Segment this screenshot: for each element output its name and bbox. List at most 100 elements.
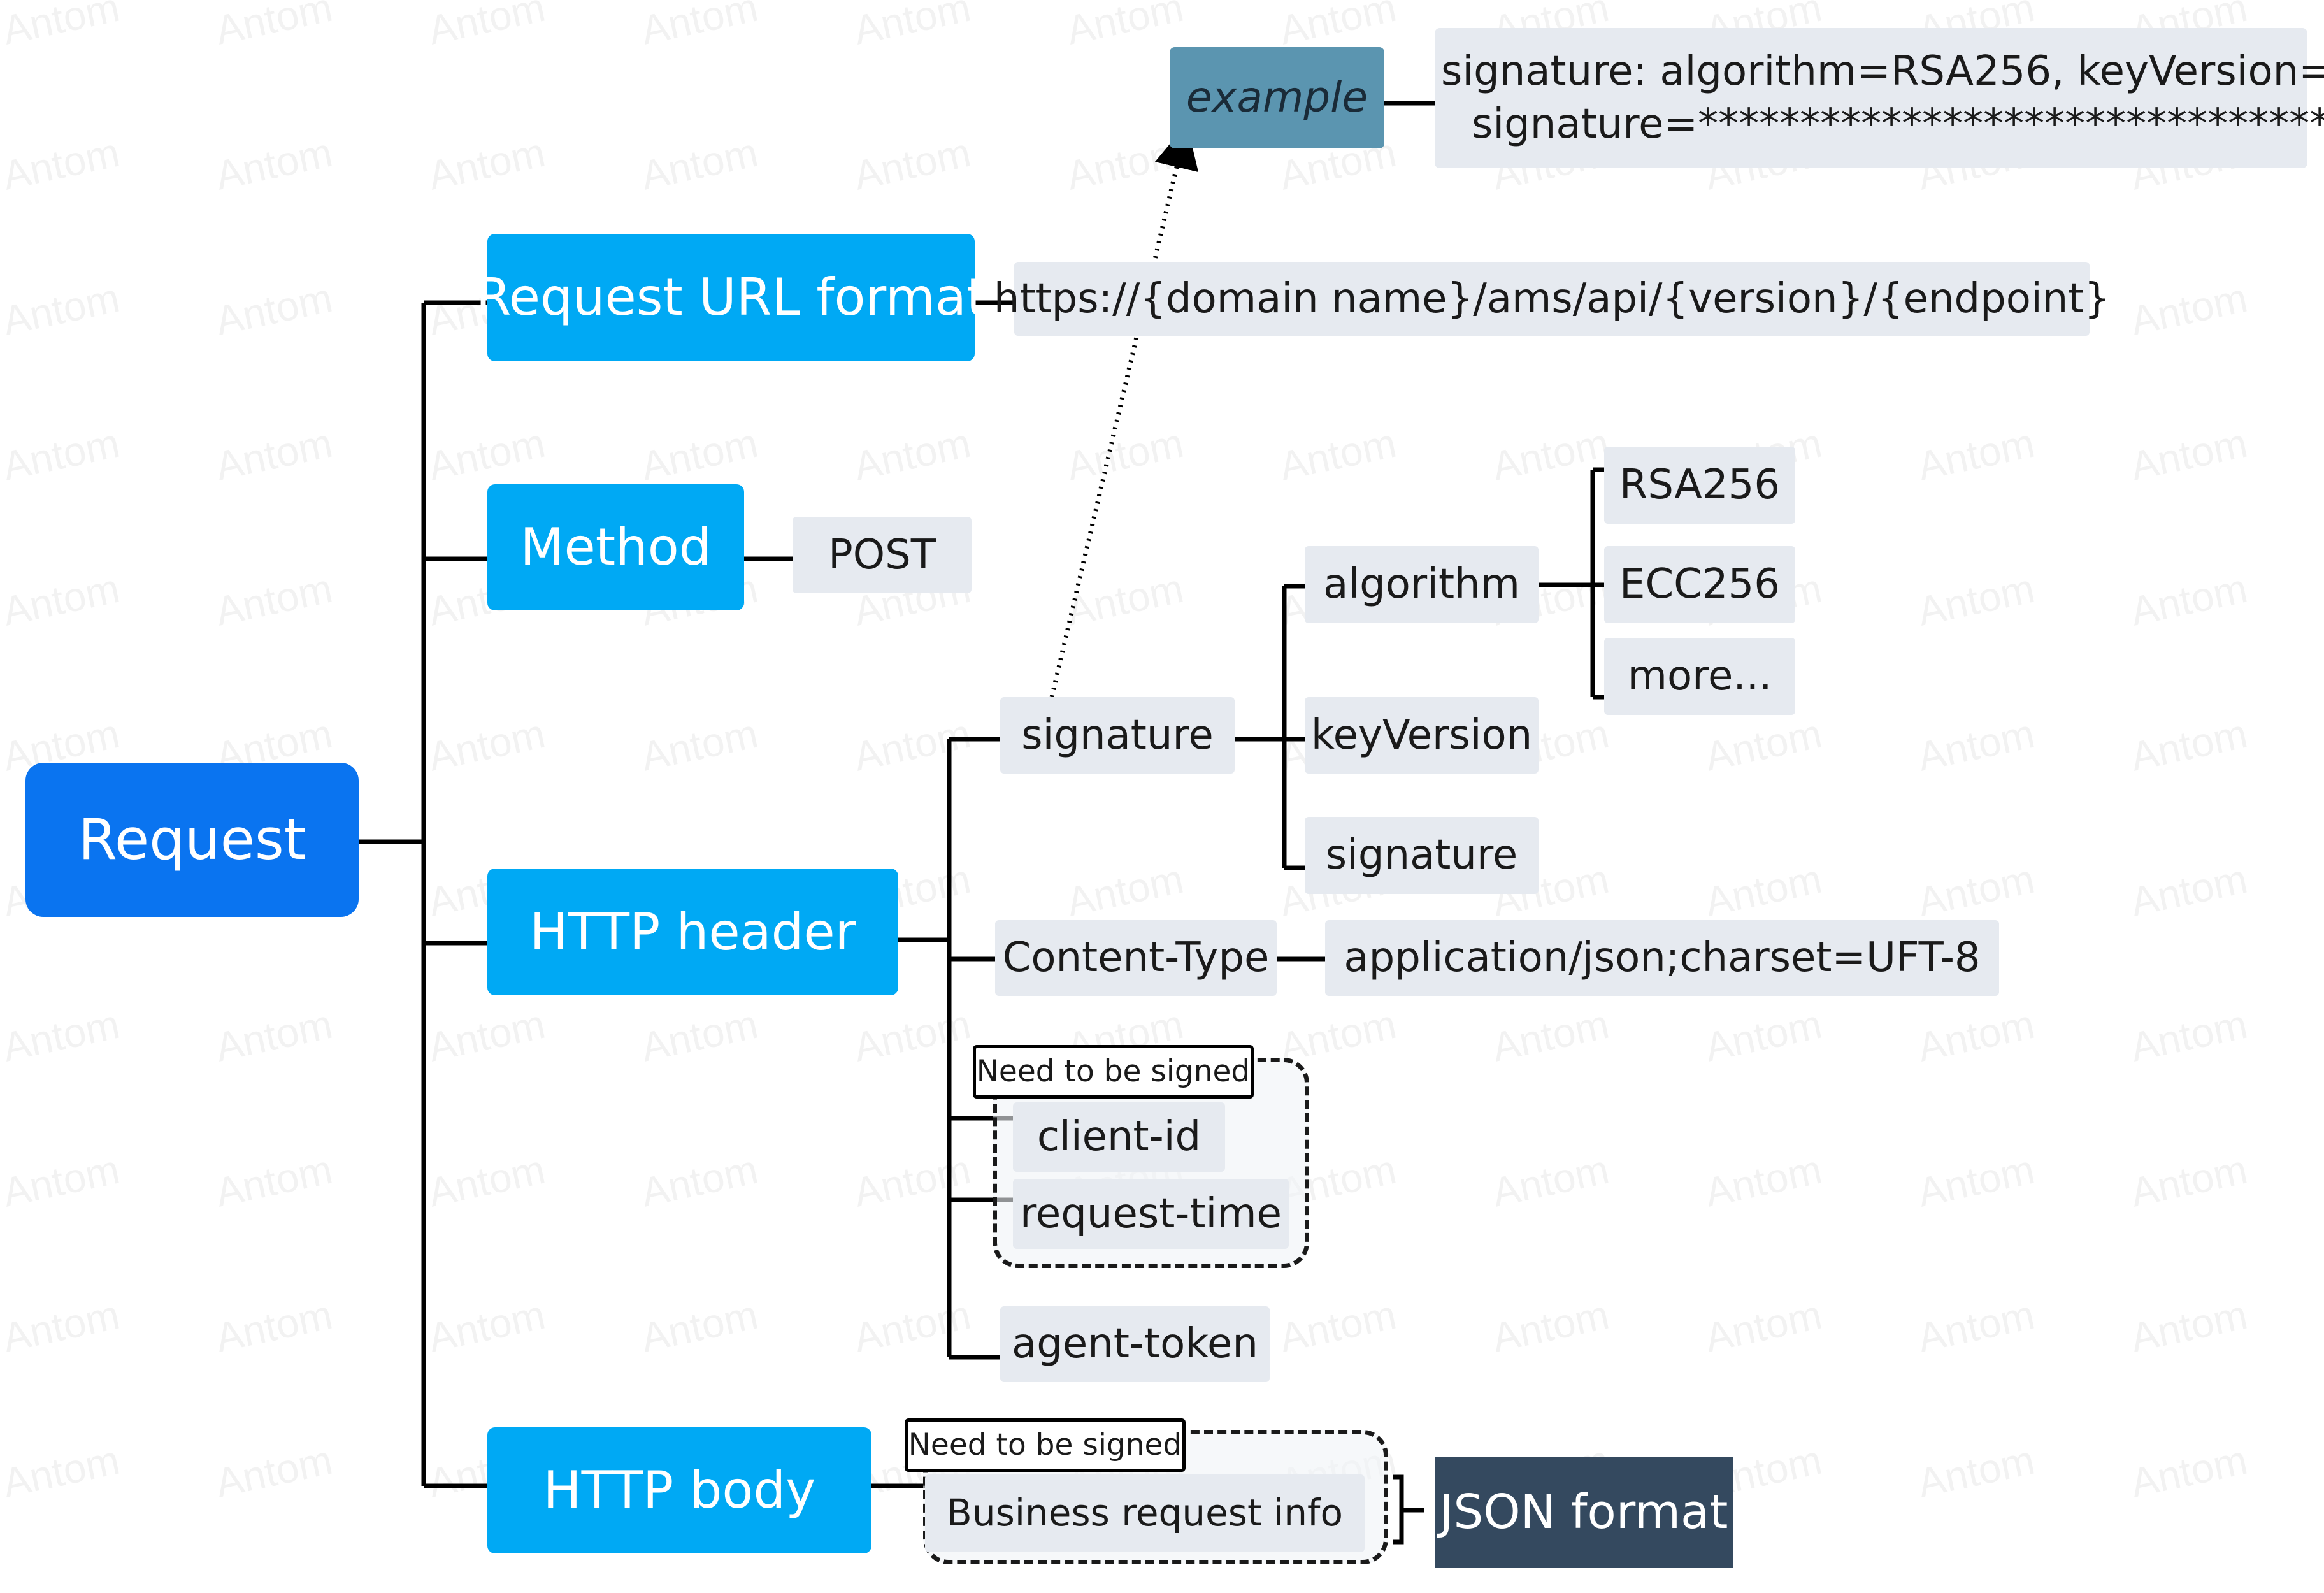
business-request-info-node: Business request info: [925, 1474, 1365, 1552]
watermark-text: Antom: [1488, 1146, 1613, 1216]
algorithm-option-ecc256: ECC256: [1604, 546, 1795, 623]
signed-tag-header: Need to be signed: [973, 1045, 1254, 1099]
watermark-text: Antom: [0, 275, 124, 344]
watermark-text: Antom: [2127, 1001, 2251, 1070]
watermark-text: Antom: [1488, 1292, 1613, 1361]
watermark-text: Antom: [850, 710, 975, 780]
watermark-text: Antom: [1063, 565, 1187, 635]
watermark-text: Antom: [637, 1146, 762, 1216]
watermark-text: Antom: [637, 710, 762, 780]
signature-example-line-1: signature: algorithm=RSA256, keyVersion=…: [1441, 47, 2324, 95]
watermark-text: Antom: [637, 420, 762, 489]
watermark-text: Antom: [1701, 1146, 1826, 1216]
watermark-text: Antom: [1914, 565, 2039, 635]
watermark-text: Antom: [212, 275, 336, 344]
method-node[interactable]: Method: [487, 484, 744, 610]
watermark-text: Antom: [212, 420, 336, 489]
watermark-text: Antom: [637, 1292, 762, 1361]
algorithm-option-more: more...: [1604, 638, 1795, 715]
http-body-node[interactable]: HTTP body: [487, 1427, 872, 1553]
watermark-text: Antom: [850, 1292, 975, 1361]
watermark-text: Antom: [850, 1146, 975, 1216]
watermark-text: Antom: [1063, 420, 1187, 489]
watermark-text: Antom: [1701, 856, 1826, 925]
method-value-post: POST: [793, 517, 972, 593]
watermark-text: Antom: [1275, 1292, 1400, 1361]
watermark-text: Antom: [2127, 1437, 2251, 1506]
watermark-text: Antom: [424, 710, 549, 780]
watermark-text: Antom: [2127, 420, 2251, 489]
watermark-text: Antom: [1701, 1001, 1826, 1070]
watermark-text: Antom: [212, 565, 336, 635]
watermark-text: Antom: [424, 1146, 549, 1216]
watermark-text: Antom: [1914, 1437, 2039, 1506]
agent-token-node: agent-token: [1000, 1306, 1270, 1382]
watermark-text: Antom: [424, 1292, 549, 1361]
watermark-text: Antom: [2127, 710, 2251, 780]
watermark-text: Antom: [0, 129, 124, 199]
url-format-value: https://{domain name}/ams/api/{version}/…: [994, 262, 2110, 336]
watermark-text: Antom: [637, 129, 762, 199]
watermark-text: Antom: [0, 1001, 124, 1070]
watermark-text: Antom: [637, 1001, 762, 1070]
algorithm-node: algorithm: [1305, 546, 1539, 623]
watermark-text: Antom: [424, 1001, 549, 1070]
content-type-value: application/json;charset=UFT-8: [1325, 920, 1999, 996]
watermark-text: Antom: [424, 129, 549, 199]
watermark-text: Antom: [1063, 129, 1187, 199]
watermark-text: Antom: [1914, 856, 2039, 925]
watermark-text: Antom: [850, 0, 975, 54]
watermark-text: Antom: [2127, 275, 2251, 344]
watermark-text: Antom: [1063, 0, 1187, 54]
json-format-node: JSON format: [1435, 1457, 1733, 1568]
watermark-text: Antom: [2127, 856, 2251, 925]
watermark-text: Antom: [1914, 710, 2039, 780]
edge-signature-example-arrow: [1049, 123, 1199, 698]
watermark-text: Antom: [850, 1001, 975, 1070]
signature-example-line-2: signature=******************************…: [1472, 101, 2324, 148]
watermark-text: Antom: [850, 129, 975, 199]
content-type-node: Content-Type: [995, 920, 1277, 996]
watermark-text: Antom: [212, 1437, 336, 1506]
watermark-text: Antom: [212, 1001, 336, 1070]
watermark-text: Antom: [1275, 0, 1400, 54]
watermark-text: Antom: [212, 0, 336, 54]
watermark-text: Antom: [0, 1292, 124, 1361]
watermark-text: Antom: [1914, 1292, 2039, 1361]
watermark-text: Antom: [0, 1437, 124, 1506]
signature-node[interactable]: signature: [1000, 697, 1235, 774]
algorithm-option-rsa256: RSA256: [1604, 447, 1795, 524]
watermark-text: Antom: [1275, 420, 1400, 489]
watermark-text: Antom: [1914, 1001, 2039, 1070]
client-id-node: client-id: [1013, 1102, 1225, 1172]
watermark-text: Antom: [2127, 1146, 2251, 1216]
watermark-text: Antom: [1701, 1292, 1826, 1361]
watermark-text: Antom: [850, 420, 975, 489]
watermark-text: Antom: [1701, 710, 1826, 780]
watermark-text: Antom: [2127, 565, 2251, 635]
watermark-text: Antom: [2127, 1292, 2251, 1361]
watermark-text: Antom: [212, 129, 336, 199]
request-url-format-node[interactable]: Request URL format: [476, 234, 986, 361]
watermark-text: Antom: [212, 1292, 336, 1361]
watermark-text: Antom: [0, 0, 124, 54]
watermark-text: Antom: [1914, 1146, 2039, 1216]
watermark-text: Antom: [424, 0, 549, 54]
signature-example-value: signature: algorithm=RSA256, keyVersion=…: [1435, 28, 2324, 168]
keyversion-node: keyVersion: [1305, 697, 1539, 774]
signed-tag-body: Need to be signed: [905, 1418, 1186, 1472]
root-request-node[interactable]: Request: [25, 763, 359, 917]
brace-json: [1393, 1474, 1424, 1545]
watermark-text: Antom: [637, 0, 762, 54]
watermark-text: Antom: [0, 420, 124, 489]
watermark-text: Antom: [424, 420, 549, 489]
http-header-node[interactable]: HTTP header: [487, 869, 898, 995]
signature-child-node: signature: [1305, 817, 1539, 894]
watermark-text: Antom: [1063, 856, 1187, 925]
watermark-text: Antom: [1488, 420, 1613, 489]
watermark-text: Antom: [0, 1146, 124, 1216]
watermark-text: Antom: [1488, 1001, 1613, 1070]
request-time-node: request-time: [1013, 1179, 1289, 1249]
watermark-text: Antom: [212, 1146, 336, 1216]
example-node[interactable]: example: [1170, 47, 1384, 148]
